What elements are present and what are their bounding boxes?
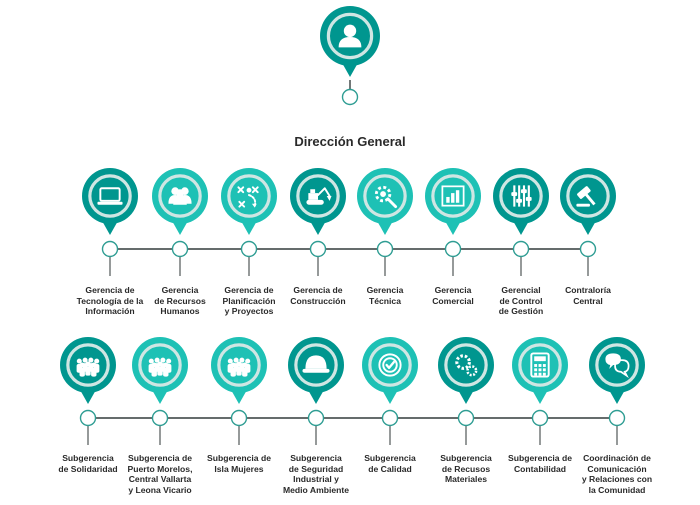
subgerencia-label-1: Subgerencia de Solidaridad — [58, 453, 118, 474]
gerencia-pin-1 — [82, 168, 138, 235]
gerencia-label-5: Gerencia Técnica — [366, 285, 404, 306]
hard-hat-icon — [302, 355, 330, 373]
subgerencia-pin-4 — [288, 337, 344, 404]
crowd-icon — [76, 357, 100, 377]
gerencia-pin-8 — [560, 168, 616, 235]
sliders-icon — [511, 185, 532, 207]
chat-bubbles-icon — [605, 353, 630, 379]
gerencia-node-1 — [101, 240, 119, 258]
crowd-icon — [148, 357, 172, 377]
gerencia-pin-6 — [425, 168, 481, 235]
bar-chart-icon — [441, 185, 465, 207]
subgerencia-node-6 — [457, 409, 475, 427]
gerencia-node-5 — [376, 240, 394, 258]
subgerencia-node-2 — [151, 409, 169, 427]
subgerencia-node-1 — [79, 409, 97, 427]
gerencia-node-7 — [512, 240, 530, 258]
subgerencia-pin-1 — [60, 337, 116, 404]
laptop-icon — [97, 187, 123, 205]
check-badge-icon — [378, 353, 402, 377]
person-icon — [338, 24, 362, 48]
gerencia-label-1: Gerencia de Tecnología de la Información — [76, 285, 144, 316]
gerencia-node-6 — [444, 240, 462, 258]
subgerencia-node-5 — [381, 409, 399, 427]
gerencia-label-8: Contraloría Central — [565, 285, 611, 306]
subgerencia-label-2: Subgerencia de Puerto Morelos, Central V… — [127, 453, 193, 495]
subgerencia-pin-6 — [438, 337, 494, 404]
top-node-pin — [320, 6, 380, 77]
gear-wrench-icon — [374, 185, 398, 209]
top-node-marker — [341, 88, 359, 106]
gerencia-label-6: Gerencia Comercial — [432, 285, 474, 306]
gerencia-node-3 — [240, 240, 258, 258]
gerencia-pin-7 — [493, 168, 549, 235]
gerencia-label-2: Gerencia de Recursos Humanos — [154, 285, 206, 316]
subgerencia-pin-3 — [211, 337, 267, 404]
subgerencia-pin-7 — [512, 337, 568, 404]
subgerencia-node-3 — [230, 409, 248, 427]
excavator-icon — [306, 187, 332, 205]
subgerencia-pin-8 — [589, 337, 645, 404]
subgerencia-node-4 — [307, 409, 325, 427]
gerencia-label-7: Gerencial de Control de Gestión — [498, 285, 544, 316]
gerencia-node-2 — [171, 240, 189, 258]
subgerencia-pin-5 — [362, 337, 418, 404]
subgerencia-label-8: Coordinación de Comunicación y Relacione… — [581, 453, 653, 495]
gerencia-node-4 — [309, 240, 327, 258]
strategy-icon — [237, 186, 259, 208]
subgerencia-node-8 — [608, 409, 626, 427]
gerencia-node-8 — [579, 240, 597, 258]
people-icon — [168, 187, 192, 205]
subgerencia-label-3: Subgerencia de Isla Mujeres — [207, 453, 271, 474]
gerencia-label-4: Gerencia de Construcción — [290, 285, 346, 306]
gavel-icon — [576, 186, 596, 207]
top-node-label: Dirección General — [294, 134, 406, 149]
subgerencia-label-7: Subgerencia de Contabilidad — [508, 453, 572, 474]
gerencia-pin-2 — [152, 168, 208, 235]
gerencia-pin-3 — [221, 168, 277, 235]
calculator-icon — [530, 352, 550, 378]
crowd-icon — [227, 357, 251, 377]
gerencia-pin-5 — [357, 168, 413, 235]
gerencia-pin-4 — [290, 168, 346, 235]
subgerencia-label-4: Subgerencia de Seguridad Industrial y Me… — [282, 453, 350, 495]
subgerencia-pin-2 — [132, 337, 188, 404]
subgerencia-label-5: Subgerencia de Calidad — [364, 453, 416, 474]
gerencia-label-3: Gerencia de Planificación y Proyectos — [222, 285, 276, 316]
subgerencia-node-7 — [531, 409, 549, 427]
subgerencia-label-6: Subgerencia de Recusos Materiales — [440, 453, 492, 484]
